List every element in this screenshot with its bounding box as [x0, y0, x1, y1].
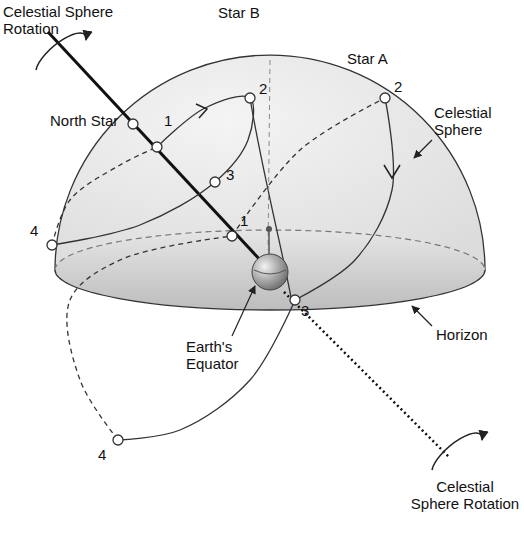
- callout-number: 1: [164, 112, 172, 129]
- leader-arrow: [414, 140, 432, 158]
- callout-number: 4: [98, 446, 106, 463]
- diagram-label: Celestial Sphere Rotation: [3, 3, 128, 37]
- direction-chevron: [384, 165, 400, 178]
- star-path: [118, 300, 295, 440]
- direction-chevron: [196, 104, 207, 118]
- leader-arrow: [232, 286, 255, 336]
- diagram-label: Star B: [218, 4, 260, 21]
- rotation-axis: [48, 32, 262, 262]
- earth-globe: [252, 254, 288, 290]
- diagram-label: Star A: [347, 50, 388, 67]
- star-path: [52, 147, 157, 245]
- star-position: [380, 93, 390, 103]
- earth-equator-line: [254, 270, 286, 274]
- zenith-line: [268, 60, 270, 250]
- observer-figure: [268, 232, 270, 254]
- star-position: [210, 177, 220, 187]
- diagram-label: Earth's Equator: [186, 338, 266, 372]
- star-position: [245, 93, 255, 103]
- callout-number: 3: [301, 302, 309, 319]
- callout-number: 1: [240, 212, 248, 229]
- star-position: [47, 240, 57, 250]
- meridian-line: [250, 98, 292, 302]
- rotation-axis-below: [284, 292, 450, 458]
- star-position: [290, 295, 300, 305]
- star-position: [113, 435, 123, 445]
- rotation-arrow: [36, 33, 86, 70]
- horizon-disk: [55, 230, 485, 310]
- callout-number: 2: [394, 78, 402, 95]
- diagram-label: Horizon: [436, 326, 488, 343]
- star-path: [295, 98, 394, 300]
- star-position: [227, 231, 237, 241]
- observer-head: [266, 226, 272, 232]
- leader-arrow: [412, 306, 432, 326]
- rotation-arrow: [432, 433, 482, 470]
- callout-number: 4: [30, 222, 38, 239]
- diagram-label: North Star: [50, 112, 118, 129]
- diagram-label: Celestial Sphere: [434, 104, 512, 138]
- star-position: [152, 142, 162, 152]
- star-path: [232, 98, 385, 236]
- callout-number: 3: [226, 166, 234, 183]
- star-position: [128, 119, 138, 129]
- callout-number: 2: [259, 80, 267, 97]
- diagram-label: Celestial Sphere Rotation: [410, 478, 520, 512]
